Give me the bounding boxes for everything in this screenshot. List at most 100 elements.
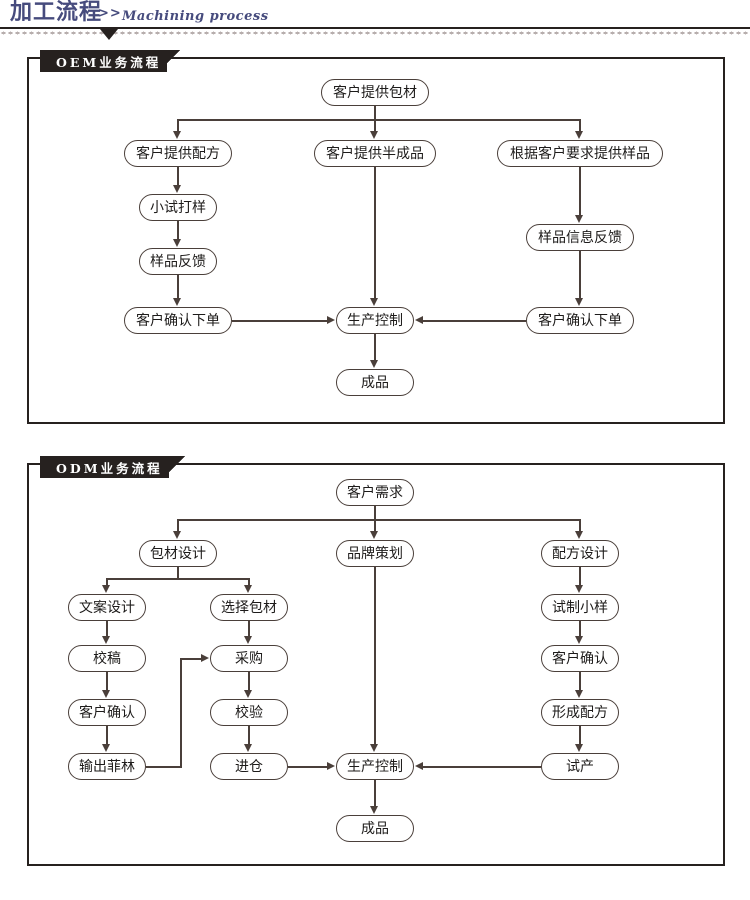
odm-section-ribbon: ODM业务流程 — [40, 456, 169, 478]
page-title-en: Machining process — [122, 9, 269, 24]
odm-edge-root-down — [374, 506, 376, 520]
oem-arrow-l4 — [173, 298, 181, 306]
odm-arrow-d3 — [575, 690, 583, 698]
odm-arrow-b1 — [244, 585, 252, 593]
oem-edge-bus-left — [177, 119, 179, 133]
oem-arrow-m1 — [370, 131, 378, 139]
page-header: 加工流程 >> Machining process — [0, 0, 750, 45]
odm-arrow-c1 — [173, 531, 181, 539]
oem-edge-l4-ctrl — [232, 320, 328, 322]
flow-node-label: 样品反馈 — [150, 253, 206, 270]
oem-arrow-ctrl-right — [415, 316, 423, 324]
oem-edge-l3-l4 — [177, 275, 179, 299]
flow-node-label: 试制小样 — [552, 599, 608, 616]
flow-node-label: 客户确认 — [79, 704, 135, 721]
odm-edge-c1-a — [106, 578, 108, 586]
flow-node-label: 文案设计 — [79, 599, 135, 616]
odm-edge-c1-down — [177, 567, 179, 579]
odm-bus-c1 — [106, 578, 249, 580]
flow-node-label: 客户提供半成品 — [326, 145, 424, 162]
flow-node-odm-b1: 选择包材 — [210, 594, 288, 621]
flow-node-odm-c2: 品牌策划 — [336, 540, 414, 567]
oem-arrow-l1 — [173, 131, 181, 139]
odm-arrow-d4 — [575, 744, 583, 752]
oem-edge-l2-l3 — [177, 221, 179, 240]
flow-node-label: 生产控制 — [347, 758, 403, 775]
flow-node-odm-d4: 试产 — [541, 753, 619, 780]
odm-edge-c3-d1 — [579, 567, 581, 586]
oem-arrow-final — [370, 360, 378, 368]
oem-arrow-l2 — [173, 185, 181, 193]
odm-arrow-b2-left — [201, 654, 209, 662]
odm-edge-a1-a2 — [106, 621, 108, 637]
flow-node-oem-ctrl: 生产控制 — [336, 307, 414, 334]
odm-edge-ctrl-final — [374, 780, 376, 807]
odm-edge-d2-d3 — [579, 672, 581, 691]
flow-node-label: 校稿 — [93, 650, 121, 667]
flow-node-oem-l2: 小试打样 — [139, 194, 217, 221]
odm-arrow-ctrl-top — [370, 744, 378, 752]
page-title-cn: 加工流程 — [10, 0, 103, 25]
oem-section-ribbon: OEM业务流程 — [40, 50, 168, 72]
oem-edge-r1-r2 — [579, 167, 581, 215]
flow-node-odm-d1: 试制小样 — [541, 594, 619, 621]
oem-edge-bus-right — [579, 119, 581, 133]
odm-arrow-d2 — [575, 636, 583, 644]
odm-arrow-b2 — [244, 636, 252, 644]
odm-arrow-final — [370, 806, 378, 814]
flow-node-odm-d2: 客户确认 — [541, 645, 619, 672]
title-chevrons: >> — [98, 6, 122, 21]
flow-node-oem-l3: 样品反馈 — [139, 248, 217, 275]
flow-node-oem-r3: 客户确认下单 — [526, 307, 634, 334]
flow-node-oem-r1: 根据客户要求提供样品 — [497, 140, 663, 167]
odm-bus-top — [177, 519, 581, 521]
flow-node-label: 客户确认下单 — [538, 312, 622, 329]
odm-edge-bus-c1 — [177, 519, 179, 533]
flow-node-odm-ctrl: 生产控制 — [336, 753, 414, 780]
oem-arrow-r1 — [575, 131, 583, 139]
flow-node-oem-l1: 客户提供配方 — [124, 140, 232, 167]
flow-node-label: 包材设计 — [150, 545, 206, 562]
odm-edge-b1-b2 — [248, 621, 250, 637]
header-dotted-rule — [0, 31, 750, 35]
odm-arrow-a1 — [102, 585, 110, 593]
odm-ribbon-label: ODM业务流程 — [56, 460, 163, 476]
flow-node-odm-b3: 校验 — [210, 699, 288, 726]
flow-node-oem-root: 客户提供包材 — [321, 79, 429, 106]
oem-bus-top — [178, 119, 581, 121]
flow-node-label: 成品 — [361, 374, 389, 391]
odm-edge-d4-ctrl — [422, 766, 541, 768]
flow-node-odm-a4: 输出菲林 — [68, 753, 146, 780]
flow-node-label: 采购 — [235, 650, 263, 667]
oem-arrow-ctrl-top — [370, 298, 378, 306]
odm-arrow-ctrl-right — [415, 762, 423, 770]
flow-node-label: 校验 — [235, 704, 263, 721]
triangle-pointer-icon — [100, 29, 118, 40]
flow-node-label: 生产控制 — [347, 312, 403, 329]
flow-node-label: 配方设计 — [552, 545, 608, 562]
odm-arrow-b3 — [244, 690, 252, 698]
flow-node-oem-l4: 客户确认下单 — [124, 307, 232, 334]
header-rule — [0, 27, 750, 29]
flow-node-label: 小试打样 — [150, 199, 206, 216]
odm-edge-d1-d2 — [579, 621, 581, 637]
odm-edge-b4-ctrl — [288, 766, 328, 768]
oem-edge-root-down — [374, 106, 376, 120]
oem-edge-r3-ctrl — [422, 320, 526, 322]
odm-arrow-ctrl-left — [327, 762, 335, 770]
flow-node-label: 样品信息反馈 — [538, 229, 622, 246]
flow-node-label: 客户确认 — [552, 650, 608, 667]
odm-ribbon-tail-icon — [163, 456, 185, 478]
flow-node-label: 选择包材 — [221, 599, 277, 616]
flow-node-label: 客户确认下单 — [136, 312, 220, 329]
oem-edge-bus-mid — [374, 119, 376, 133]
oem-edge-ctrl-final — [374, 334, 376, 361]
oem-ribbon-tail-icon — [158, 50, 180, 72]
odm-edge-bus-c3 — [579, 519, 581, 533]
odm-arrow-a3 — [102, 690, 110, 698]
odm-edge-a4-elbow-h — [146, 766, 182, 768]
flow-node-odm-c3: 配方设计 — [541, 540, 619, 567]
flow-node-label: 形成配方 — [552, 704, 608, 721]
odm-edge-bus-c2 — [374, 519, 376, 533]
